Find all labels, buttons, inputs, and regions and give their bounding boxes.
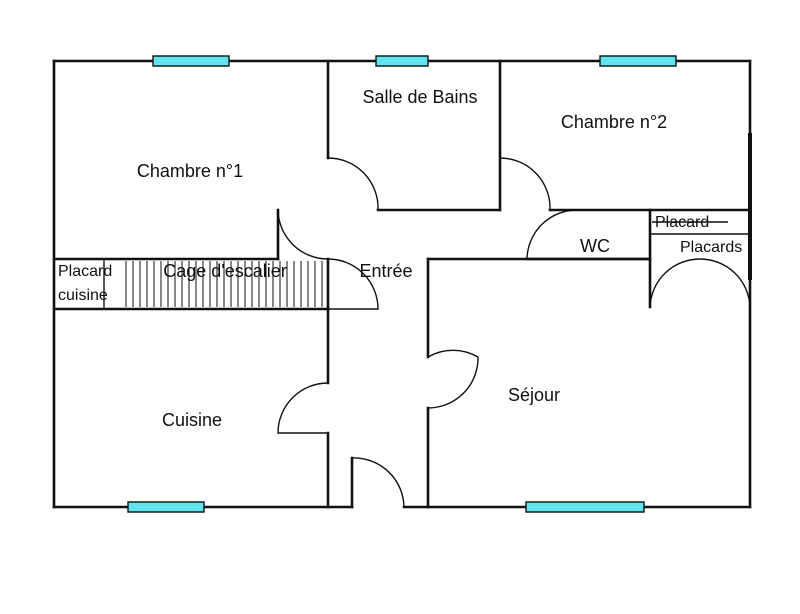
label-sejour: Séjour [508,385,560,405]
label-placard-cuisine-1: Placard [58,263,112,280]
label-placard-cuisine-2: cuisine [58,287,108,304]
label-cuisine: Cuisine [162,410,222,430]
label-chambre1: Chambre n°1 [137,161,243,181]
label-salle-de-bains: Salle de Bains [362,87,477,107]
window-chambre2 [599,55,677,67]
window-sejour [525,501,645,513]
window-chambre1 [152,55,230,67]
window-cuisine [127,501,205,513]
room-labels: Chambre n°1 Salle de Bains Chambre n°2 P… [58,87,742,430]
label-entree: Entrée [359,261,412,281]
stair-treads [125,261,323,307]
windows [127,55,677,513]
label-cage-escalier: Cage d'escalier [163,261,287,281]
label-wc: WC [580,236,610,256]
label-placards: Placards [680,239,742,256]
window-salle-de-bains [375,55,429,67]
label-chambre2: Chambre n°2 [561,112,667,132]
door-swings [277,157,751,508]
interior-walls [52,59,752,509]
